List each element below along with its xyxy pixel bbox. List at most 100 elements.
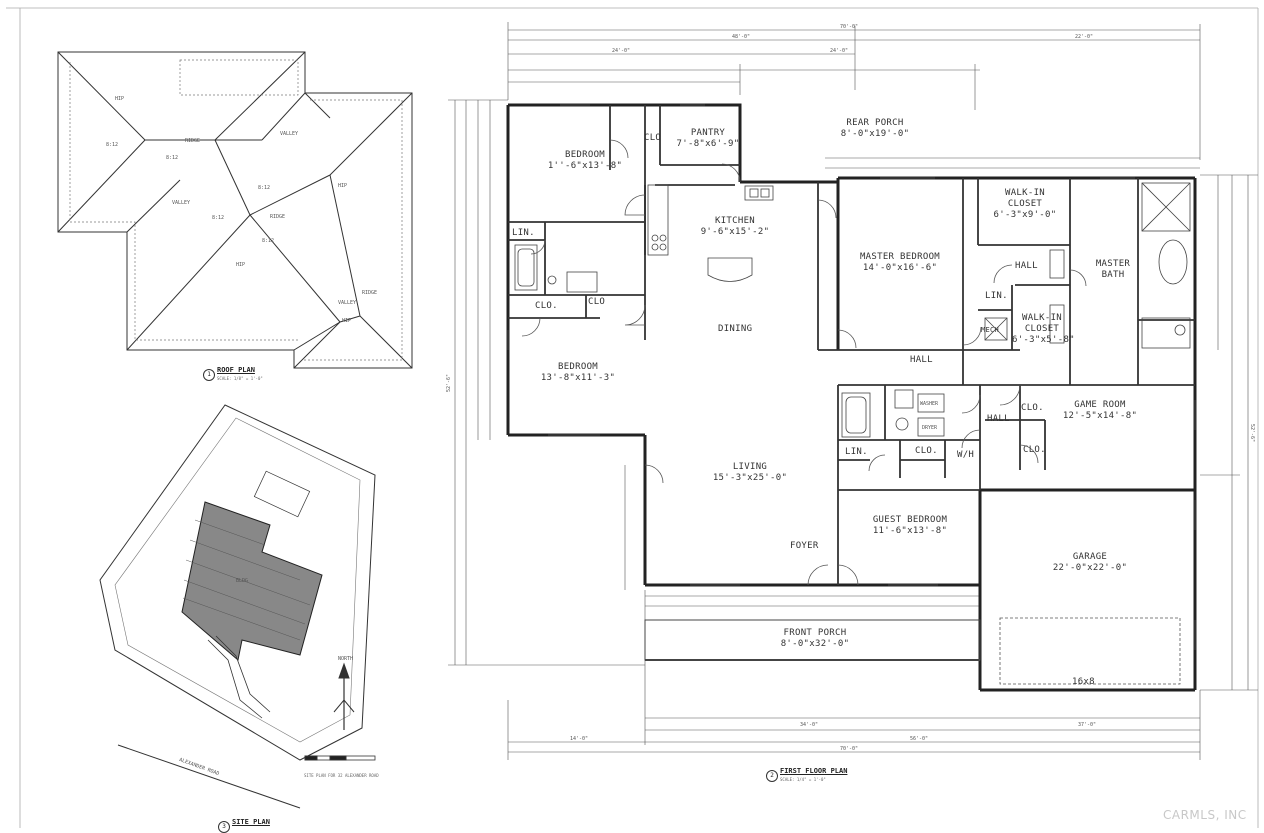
room-rear-porch-name: REAR PORCH — [846, 118, 904, 128]
roof-label-ridge-2: RIDGE — [270, 214, 286, 220]
room-garage-name: GARAGE — [1072, 552, 1108, 562]
roof-label-hip-4: HIP — [342, 318, 352, 324]
roof-label-hip-1: HIP — [115, 96, 125, 102]
room-clo-3: CLO. — [915, 446, 938, 456]
building-footprint — [181, 501, 323, 661]
dim-overall-bottom: 70'-0" — [840, 746, 859, 752]
room-rear-porch: REAR PORCH 8'-0"x19'-0" — [820, 118, 930, 140]
room-game-room-dim: 12'-5"x14'-8" — [1062, 411, 1138, 421]
room-pantry: PANTRY 7'-8"x6'-9" — [668, 128, 748, 150]
garage-door — [999, 617, 1181, 685]
room-master-bedroom: MASTER BEDROOM 14'-0"x16'-6" — [845, 252, 955, 274]
roof-label-pitch-3: 8:12 — [258, 185, 271, 191]
room-clo-2: CLO — [588, 297, 606, 307]
room-dining: DINING — [718, 324, 753, 334]
dim-bottom-34: 34'-0" — [800, 722, 819, 728]
room-clo-game-2: CLO. — [1023, 445, 1046, 455]
roof-label-pitch-2: 8:12 — [166, 155, 179, 161]
room-hall-game: HALL — [987, 414, 1010, 424]
site-plan — [99, 404, 376, 809]
site-house-label: BLDG — [236, 578, 249, 584]
room-kitchen-name: KITCHEN — [714, 216, 756, 226]
dim-side-right: 52'-6" — [1249, 423, 1256, 443]
room-guest-bedroom-name: GUEST BEDROOM — [872, 515, 948, 525]
dim-side-left: 52'-6" — [446, 373, 453, 393]
roof-label-ridge-1: RIDGE — [185, 138, 201, 144]
floor-plan-title: FIRST FLOOR PLAN — [780, 767, 848, 775]
room-lin-2: LIN. — [845, 447, 868, 457]
walls — [506, 103, 1197, 692]
room-kitchen-dim: 9'-6"x15'-2" — [700, 227, 770, 237]
sheet-border — [6, 7, 1259, 828]
room-bedroom-2-name: BEDROOM — [557, 362, 599, 372]
site-scale-caption: SITE PLAN FOR 32 ALEXANDER ROAD — [304, 773, 379, 778]
room-front-porch-dim: 8'-0"x32'-0" — [780, 639, 850, 649]
fixtures — [514, 182, 1191, 438]
floor-plan-number: 2 — [766, 770, 778, 782]
room-bedroom-1: BEDROOM 1''-6"x13'-8" — [535, 150, 635, 172]
roof-plan — [57, 51, 413, 369]
dim-top-right: 22'-0" — [1075, 34, 1094, 40]
room-lin-1: LIN. — [512, 228, 535, 238]
room-master-bath: MASTER BATH — [1088, 259, 1138, 281]
room-mech: MECH — [981, 326, 1000, 334]
room-master-bath-l2: BATH — [1101, 270, 1125, 280]
roof-label-hip-2: HIP — [338, 183, 348, 189]
dim-bottom-37: 37'-0" — [1078, 722, 1097, 728]
property-line — [99, 404, 376, 761]
room-bedroom-2: BEDROOM 13'-8"x11'-3" — [538, 362, 618, 384]
north-arrow-label: NORTH — [338, 656, 354, 662]
room-walk-in-1-l1: WALK-IN — [1004, 188, 1046, 198]
dim-top-left: 48'-0" — [732, 34, 751, 40]
room-rear-porch-dim: 8'-0"x19'-0" — [840, 129, 910, 139]
room-garage: GARAGE 22'-0"x22'-0" — [1040, 552, 1140, 574]
room-guest-bedroom-dim: 11'-6"x13'-8" — [872, 526, 948, 536]
front-porch — [644, 619, 981, 661]
dim-bottom-14: 14'-0" — [570, 736, 589, 742]
room-wh: W/H — [957, 450, 975, 460]
room-living-dim: 15'-3"x25'-0" — [712, 473, 788, 483]
room-walk-in-2: WALK-IN CLOSET 6'-3"x5'-8" — [1012, 313, 1075, 346]
windows — [506, 103, 1197, 650]
room-living-name: LIVING — [732, 462, 768, 472]
appliance-dryer: DRYER — [922, 425, 938, 431]
room-walk-in-2-l1: WALK-IN — [1021, 313, 1063, 323]
room-master-bath-l1: MASTER — [1095, 259, 1131, 269]
roof-label-pitch-1: 8:12 — [106, 142, 119, 148]
room-game-room: GAME ROOM 12'-5"x14'-8" — [1055, 400, 1145, 422]
room-walk-in-2-dim: 6'-3"x5'-8" — [1012, 335, 1075, 345]
roof-label-valley-1: VALLEY — [280, 131, 299, 137]
roof-label-hip-3: HIP — [236, 262, 246, 268]
room-kitchen: KITCHEN 9'-6"x15'-2" — [700, 216, 770, 238]
dim-top-24a: 24'-0" — [612, 48, 631, 54]
site-plan-title: SITE PLAN — [232, 818, 270, 826]
room-garage-dim: 22'-0"x22'-0" — [1052, 563, 1128, 573]
room-clo-game-1: CLO. — [1021, 403, 1044, 413]
room-bedroom-2-dim: 13'-8"x11'-3" — [540, 373, 616, 383]
room-bedroom-1-dim: 1''-6"x13'-8" — [547, 161, 623, 171]
dim-overall-top: 70'-0" — [840, 24, 859, 30]
interior-walls — [508, 105, 1195, 585]
room-clo-pantry: CLO — [644, 133, 662, 143]
garage-door-size: 16x8 — [1072, 677, 1095, 687]
room-master-bedroom-name: MASTER BEDROOM — [859, 252, 941, 262]
room-game-room-name: GAME ROOM — [1074, 400, 1126, 410]
room-living: LIVING 15'-3"x25'-0" — [700, 462, 800, 484]
roof-label-valley-2: VALLEY — [172, 200, 191, 206]
floor-plan-scale: SCALE: 1/4" = 1'-0" — [780, 777, 826, 782]
room-hall-master: HALL — [1015, 261, 1038, 271]
room-clo-1: CLO. — [535, 301, 558, 311]
dim-bottom-56: 56'-0" — [910, 736, 929, 742]
room-master-bedroom-dim: 14'-0"x16'-6" — [862, 263, 938, 273]
roof-label-pitch-5: 8:12 — [262, 238, 275, 244]
roof-plan-number: 1 — [203, 369, 215, 381]
room-lin-master: LIN. — [985, 291, 1008, 301]
roof-label-valley-3: VALLEY — [338, 300, 357, 306]
floor-plan — [448, 22, 1258, 760]
room-walk-in-1-dim: 6'-3"x9'-0" — [993, 210, 1057, 220]
room-pantry-name: PANTRY — [690, 128, 726, 138]
room-walk-in-2-l2: CLOSET — [1024, 324, 1060, 334]
room-hall-main: HALL — [910, 355, 933, 365]
room-walk-in-1-l2: CLOSET — [1007, 199, 1043, 209]
